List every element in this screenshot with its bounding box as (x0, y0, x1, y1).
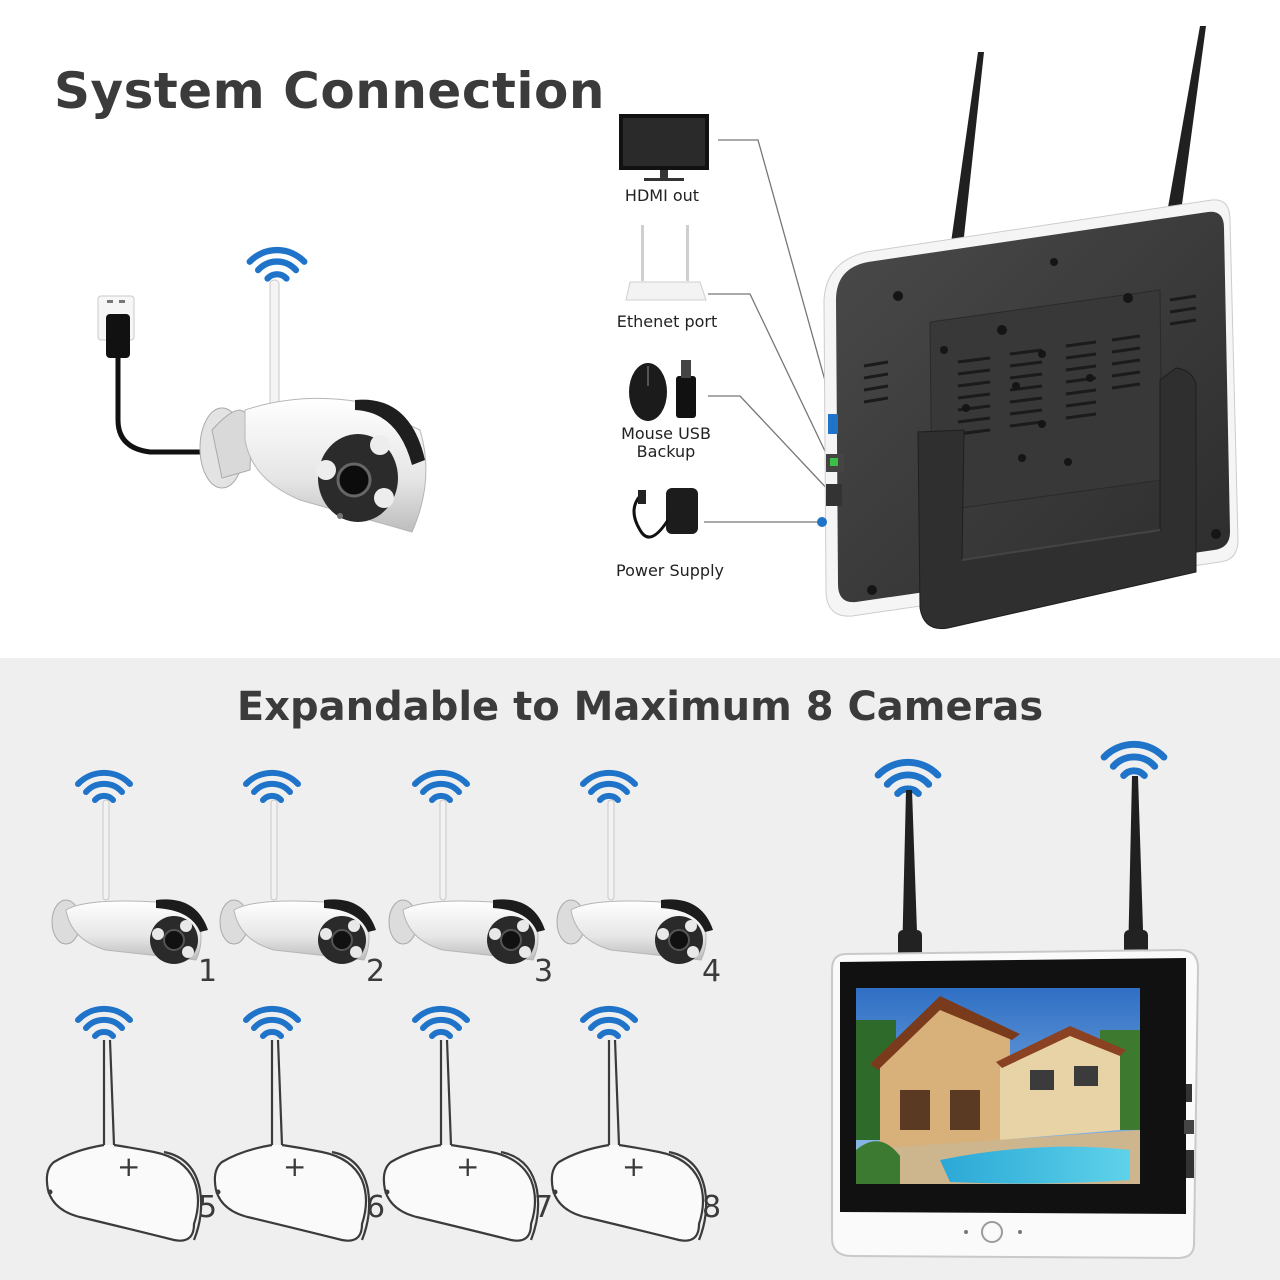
camera-slot-8 (550, 1009, 708, 1242)
camera-slot-3 (388, 773, 546, 965)
add-camera-plus-8: + (622, 1150, 646, 1183)
port-label-hdmi: HDMI out (624, 186, 700, 205)
port-label-power: Power Supply (616, 561, 724, 580)
wifi-signal-icon (415, 773, 467, 800)
port-label-ethernet: Ethenet port (616, 312, 718, 331)
camera-number-3: 3 (534, 954, 554, 989)
camera-slot-2 (219, 773, 377, 965)
camera-number-4: 4 (702, 954, 722, 989)
router-icon (625, 225, 707, 301)
camera-slot-1 (51, 773, 209, 965)
camera-number-1: 1 (198, 954, 218, 989)
wifi-signal-icon (246, 773, 298, 800)
wifi-signal-icon (583, 1009, 635, 1036)
power-adapter-icon (632, 488, 698, 539)
camera-slot-5 (45, 1009, 203, 1242)
camera-number-8: 8 (702, 1190, 722, 1225)
nvr-rear-view (817, 26, 1239, 630)
wifi-signal-icon (246, 1009, 298, 1036)
wifi-signal-icon (78, 773, 130, 800)
port-label-mouse-usb: Mouse USB Backup (621, 424, 711, 461)
wifi-signal-icon (78, 1009, 130, 1036)
camera-number-5: 5 (198, 1190, 218, 1225)
wifi-signal-icon (878, 762, 938, 793)
wifi-signal-icon (415, 1009, 467, 1036)
add-camera-plus-5: + (117, 1150, 141, 1183)
nvr-front-view (831, 744, 1200, 1260)
camera-slot-7 (382, 1009, 540, 1242)
camera-slot-6 (213, 1009, 371, 1242)
expansion-title: Expandable to Maximum 8 Cameras (236, 684, 1044, 730)
connector-lines (704, 139, 837, 523)
monitor-icon (619, 114, 709, 181)
wifi-signal-icon (250, 250, 305, 278)
wifi-signal-icon (1104, 744, 1164, 775)
camera-number-6: 6 (366, 1190, 386, 1225)
camera-slot-4 (556, 773, 714, 965)
wifi-signal-icon (583, 773, 635, 800)
mouse-usb-icon (629, 360, 696, 421)
add-camera-plus-7: + (456, 1150, 480, 1183)
bullet-camera-icon (199, 279, 427, 533)
add-camera-plus-6: + (283, 1150, 307, 1183)
camera-number-7: 7 (534, 1190, 554, 1225)
page-title: System Connection (54, 62, 605, 120)
camera-number-2: 2 (366, 954, 386, 989)
